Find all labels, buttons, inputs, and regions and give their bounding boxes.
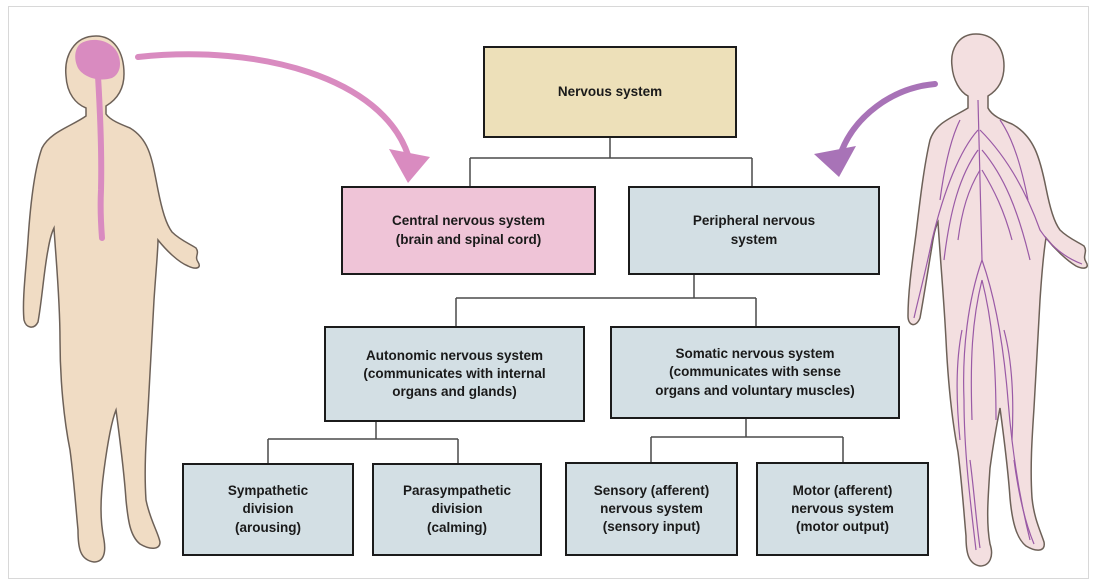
sympathetic-division-box: Sympathetic division (arousing): [182, 463, 354, 556]
arrow-to-cns-head: [389, 149, 430, 183]
spinal-cord-highlight: [95, 73, 105, 241]
right-body-figure: [907, 33, 1088, 567]
nervous-system-box: Nervous system: [483, 46, 737, 138]
arrow-to-pns-head: [814, 146, 856, 177]
somatic-connector: [650, 418, 844, 462]
connector-lines: [267, 137, 844, 463]
arrow-to-pns: [839, 81, 938, 153]
motor-nervous-system-box: Motor (afferent) nervous system (motor o…: [756, 462, 929, 556]
central-nervous-system-box: Central nervous system (brain and spinal…: [341, 186, 596, 275]
image-frame: [8, 6, 1089, 579]
pns-connector: [455, 274, 757, 326]
parasympathetic-division-box: Parasympathetic division (calming): [372, 463, 542, 556]
peripheral-nervous-system-box: Peripheral nervous system: [628, 186, 880, 275]
autonomic-connector: [267, 421, 459, 463]
sensory-nervous-system-box: Sensory (afferent) nervous system (senso…: [565, 462, 738, 556]
arrow-to-cns: [135, 51, 411, 158]
somatic-nervous-system-box: Somatic nervous system (communicates wit…: [610, 326, 900, 419]
left-body-figure: [22, 35, 200, 563]
arrows: [135, 51, 938, 183]
nerve-network: [913, 99, 1083, 551]
root-connector: [469, 137, 753, 186]
brain-highlight: [75, 39, 120, 80]
autonomic-nervous-system-box: Autonomic nervous system (communicates w…: [324, 326, 585, 422]
